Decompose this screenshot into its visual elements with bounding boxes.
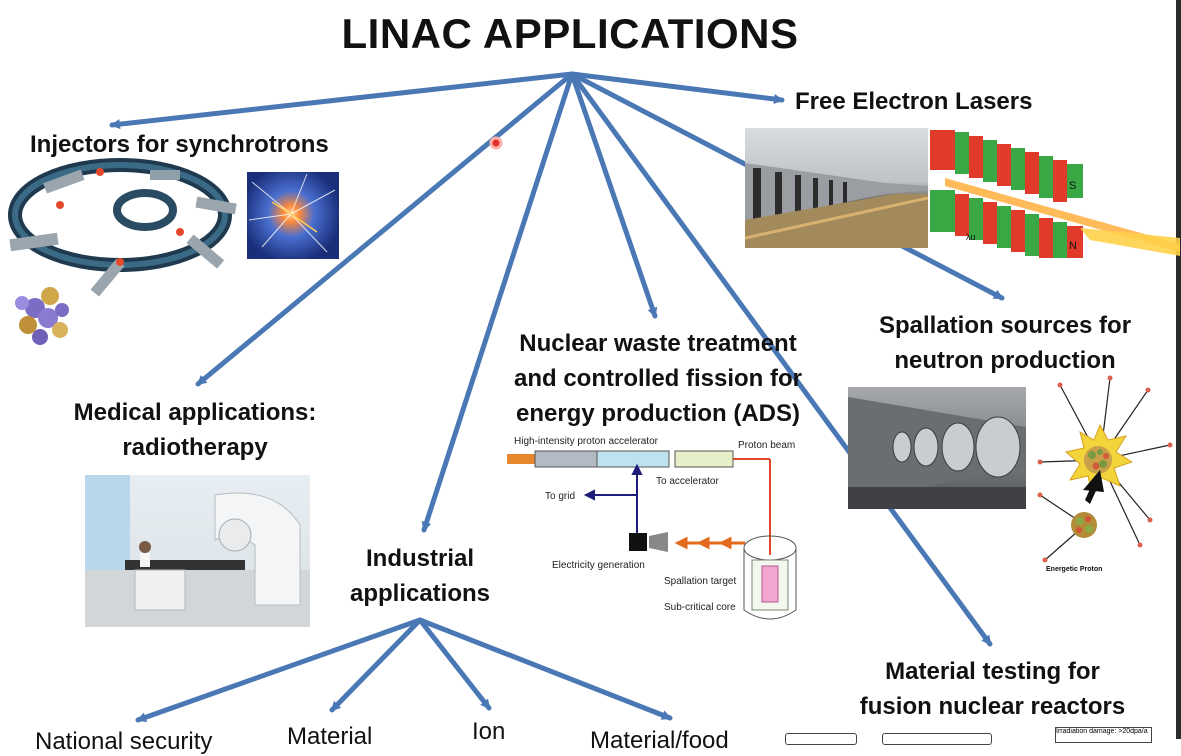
- label-material-testing: Material testing for fusion nuclear reac…: [845, 654, 1140, 724]
- label-medical: Medical applications: radiotherapy: [60, 395, 330, 465]
- arrow-to-material-testing: [569, 71, 993, 647]
- spallation-tunnel-photo: [848, 387, 1026, 509]
- label-material-line2: fusion nuclear reactors: [859, 693, 1126, 720]
- cutoff-box-3-text: Irradiation damage: >20dpa/a: [1056, 728, 1148, 735]
- label-nuclear: Nuclear waste treatment and controlled f…: [498, 326, 818, 431]
- cutoff-box-3: Irradiation damage: >20dpa/a: [1055, 727, 1152, 743]
- label-national-security: National security: [35, 728, 213, 755]
- arrow-to-national-security: [135, 617, 423, 723]
- label-industrial-line2: applications: [349, 580, 491, 607]
- laser-pointer: [489, 136, 503, 150]
- label-fel: Free Electron Lasers: [795, 88, 1033, 115]
- arrow-to-medical: [195, 71, 575, 387]
- fel-tunnel-image: [745, 128, 928, 248]
- label-medical-line1: Medical applications:: [73, 399, 317, 426]
- label-medical-line2: radiotherapy: [122, 434, 268, 461]
- label-industrial-line1: Industrial: [365, 545, 474, 572]
- label-industrial: Industrial applications: [330, 541, 510, 611]
- arrow-to-food: [417, 617, 673, 721]
- page-title: LINAC APPLICATIONS: [341, 10, 799, 57]
- arrow-to-ion: [417, 617, 492, 711]
- particle-collision-image: [247, 172, 339, 259]
- label-nuclear-line3: energy production (ADS): [515, 400, 800, 427]
- label-spallation-line1: Spallation sources for: [878, 312, 1132, 339]
- radiotherapy-photo: [85, 475, 310, 627]
- arrow-to-material: [329, 617, 423, 713]
- cutoff-box-2: [882, 733, 992, 745]
- label-nuclear-line1: Nuclear waste treatment: [519, 330, 797, 357]
- label-ion: Ion: [472, 718, 506, 745]
- arrow-to-fel: [569, 71, 785, 104]
- label-material: Material: [287, 723, 373, 750]
- window-edge: [1176, 0, 1181, 739]
- cutoff-box-1: [785, 733, 857, 745]
- arrow-to-industrial: [421, 71, 575, 533]
- label-injectors: Injectors for synchrotrons: [30, 131, 329, 158]
- label-food: Material/food: [590, 727, 729, 754]
- arrow-to-nuclear: [569, 71, 658, 319]
- label-nuclear-line2: and controlled fission for: [513, 365, 802, 392]
- label-material-line1: Material testing for: [885, 658, 1100, 685]
- label-spallation: Spallation sources for neutron productio…: [860, 308, 1150, 378]
- arrow-to-injectors: [109, 71, 575, 130]
- label-spallation-line2: neutron production: [894, 347, 1116, 374]
